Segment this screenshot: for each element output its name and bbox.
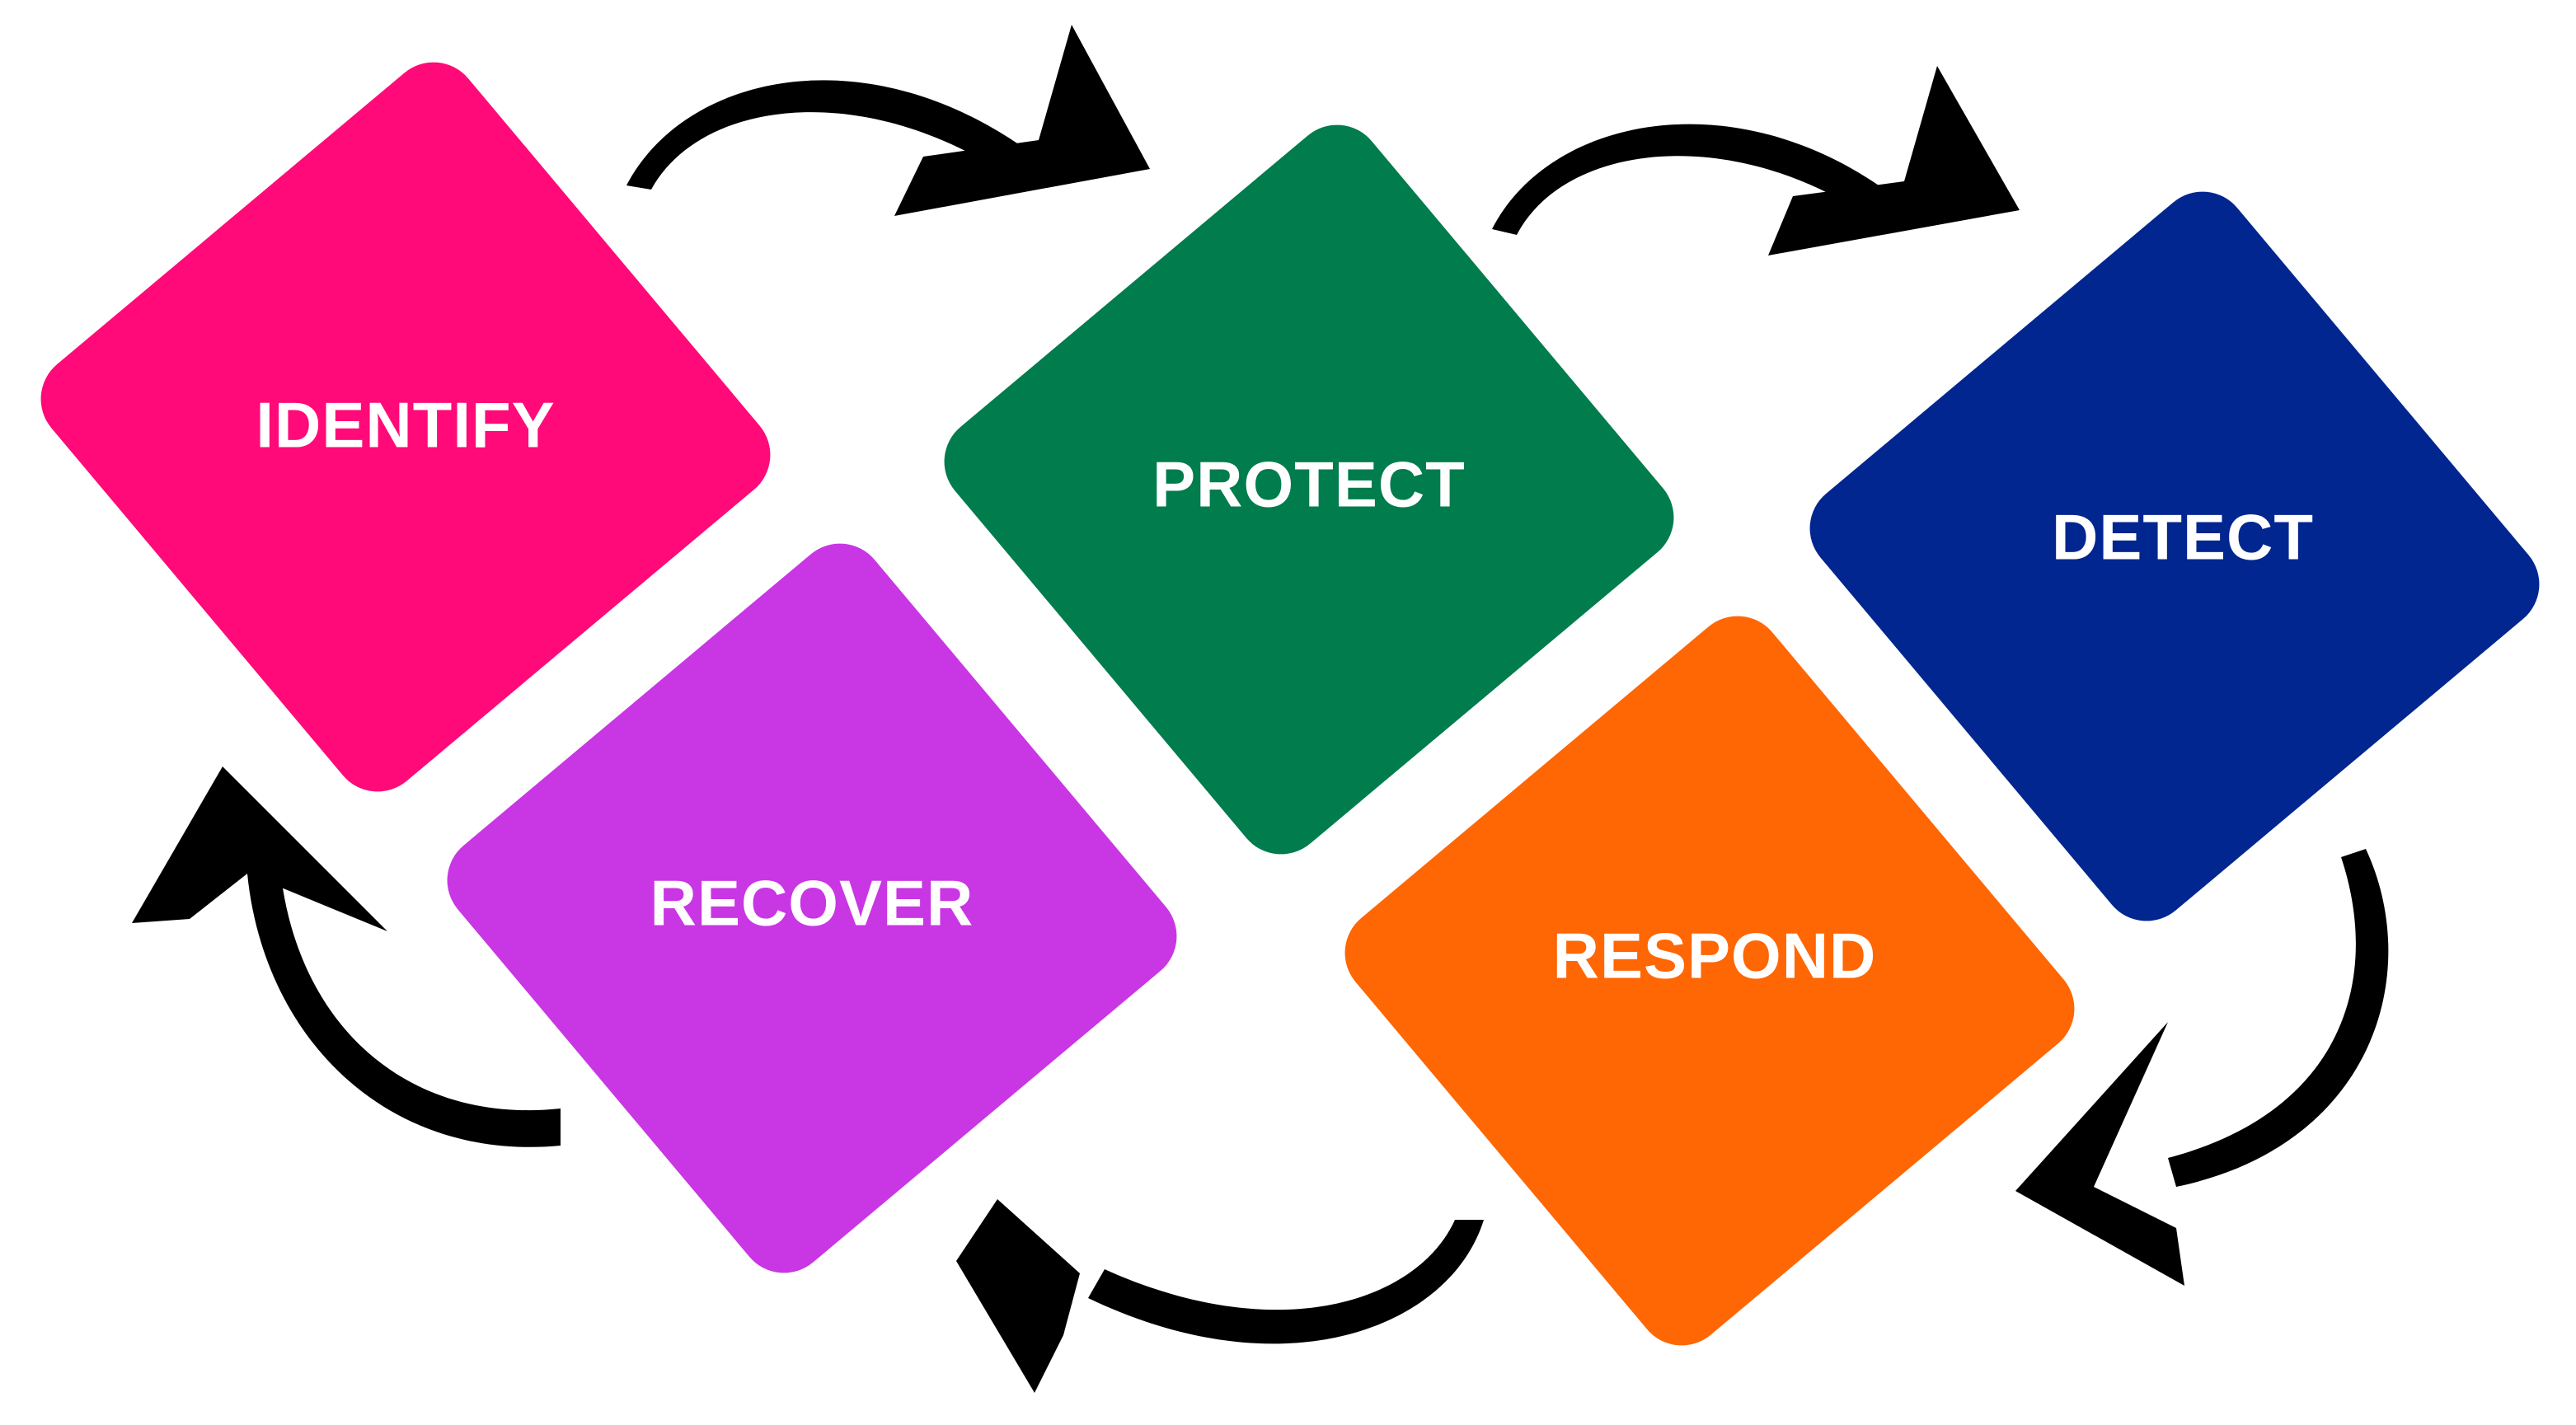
stage-detect: DETECT [1809,191,2540,921]
stage-identify-tile [40,62,771,792]
stage-detect-tile [1809,191,2540,921]
stage-identify: IDENTIFY [40,62,771,792]
stage-respond-tile [1344,616,2075,1346]
stage-protect-tile [944,124,1674,855]
stage-respond: RESPOND [1344,616,2075,1346]
stage-respond-label: RESPOND [1553,920,1877,992]
arrow-recover-to-identify-icon [132,766,561,1147]
arrow-protect-to-detect-icon [1492,66,2020,255]
arrow-detect-to-respond-icon [2015,849,2389,1286]
stage-recover-tile [447,543,1177,1273]
stage-identify-label: IDENTIFY [256,389,555,462]
stage-protect-label: PROTECT [1152,448,1466,521]
arrow-identify-to-protect-icon [626,25,1150,216]
stage-protect: PROTECT [944,124,1674,855]
stage-detect-label: DETECT [2052,501,2314,574]
stage-recover: RECOVER [447,543,1177,1273]
stage-recover-label: RECOVER [650,867,974,940]
arrow-respond-to-recover-icon [956,1199,1484,1393]
